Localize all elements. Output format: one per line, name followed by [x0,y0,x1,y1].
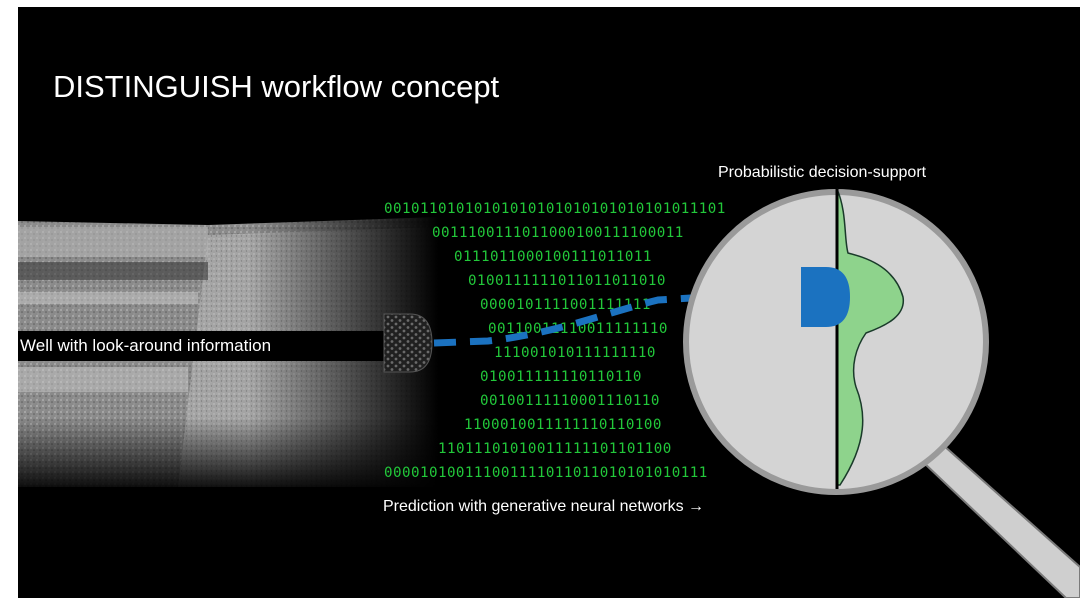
probability-density [836,188,904,486]
drill-bit-icon [383,313,433,373]
binary-line: 1100010011111110110100 [464,417,662,433]
binary-line: 010011111110110110 [480,369,642,385]
binary-line: 0011100111011000100111100011 [432,225,684,241]
slide-title: DISTINGUISH workflow concept [53,69,500,104]
binary-line: 000010100111001111011011010101010111 [384,465,708,481]
binary-line: 00100111110001110110 [480,393,660,409]
binary-line: 0000101111001111111 [480,297,651,313]
sensor-head-icon [801,267,850,327]
prediction-label: Prediction with generative neural networ… [383,498,705,515]
magnifying-glass-icon [683,188,1080,598]
diagram-overlay [18,188,1080,598]
binary-line: 00110011110011111110 [488,321,668,337]
binary-line: 0111011000100111011011 [454,249,652,265]
well-bar [18,331,388,361]
slide: DISTINGUISH workflow concept [18,7,1080,598]
binary-line: 0100111111011011011010 [468,273,666,289]
well-label: Well with look-around information [20,336,272,355]
decision-support-label: Probabilistic decision-support [718,164,927,181]
binary-line: 111001010111111110 [494,345,656,361]
binary-line: 00101101010101010101010101010101011101 [384,201,726,217]
binary-line: 11011101010011111101101100 [438,441,672,457]
